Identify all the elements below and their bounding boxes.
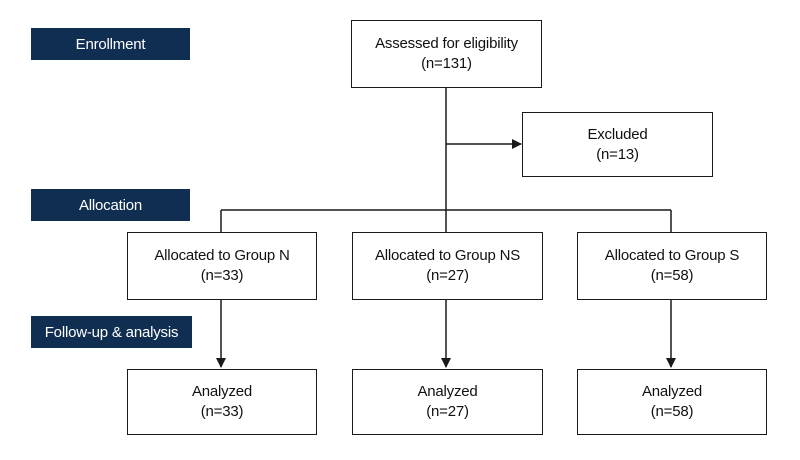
node-analyzed-s: Analyzed (n=58) [577,369,767,435]
node-label: Analyzed [191,383,253,400]
node-group-n: Allocated to Group N (n=33) [127,232,317,300]
node-label: Assessed for eligibility [375,35,518,52]
node-analyzed-n: Analyzed (n=33) [127,369,317,435]
node-count: (n=13) [596,145,639,163]
node-count: (n=58) [650,403,694,420]
node-label: Allocated to Group S [604,247,740,264]
node-group-s: Allocated to Group S (n=58) [577,232,767,300]
node-label: Allocated to Group N [154,247,290,264]
node-label: Analyzed [641,383,703,400]
node-label: Analyzed [417,383,478,400]
node-label: Excluded [587,125,648,143]
stage-label-allocation: Allocation [31,189,190,221]
node-count: (n=131) [421,55,472,72]
node-analyzed-ns: Analyzed (n=27) [352,369,543,435]
node-count: (n=33) [200,267,244,284]
node-excluded: Excluded (n=13) [522,112,713,177]
stage-label-enrollment: Enrollment [31,28,190,60]
stage-label-followup: Follow-up & analysis [31,316,192,348]
node-label: Allocated to Group NS [374,247,521,264]
node-group-ns: Allocated to Group NS (n=27) [352,232,543,300]
node-count: (n=33) [200,403,244,420]
node-count: (n=27) [426,403,469,420]
node-count: (n=27) [426,267,469,284]
node-count: (n=58) [650,267,694,284]
node-assessed-for-eligibility: Assessed for eligibility (n=131) [351,20,542,88]
